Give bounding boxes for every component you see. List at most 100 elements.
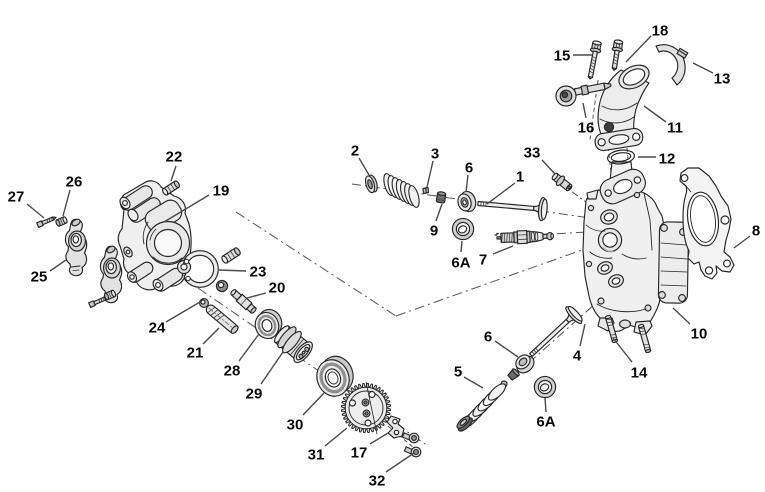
leader-line-6-bottom bbox=[494, 340, 519, 358]
part-8-head-gasket bbox=[679, 167, 735, 280]
part-label-12: 12 bbox=[659, 150, 676, 167]
part-2-spring-seat bbox=[364, 174, 378, 194]
part-label-24: 24 bbox=[149, 319, 166, 336]
part-label-22: 22 bbox=[166, 148, 183, 165]
centerline-rocker-b bbox=[395, 244, 597, 317]
part-label-30: 30 bbox=[287, 416, 304, 433]
part-4-exhaust-valve bbox=[529, 305, 583, 358]
leader-line-28 bbox=[238, 333, 260, 362]
leader-line-27 bbox=[26, 203, 45, 219]
part-label-29: 29 bbox=[246, 385, 263, 402]
leader-line-29 bbox=[260, 351, 284, 385]
leader-line-10 bbox=[672, 307, 691, 325]
part-15-bolt bbox=[587, 40, 602, 80]
part-6a-washer-intake bbox=[451, 217, 475, 241]
part-23-circlip bbox=[181, 250, 219, 288]
part-22-dowel-pin bbox=[161, 180, 181, 196]
part-18-bolt bbox=[611, 39, 624, 71]
leader-line-6-top bbox=[465, 174, 469, 193]
leader-line-16 bbox=[582, 102, 587, 119]
part-label-11: 11 bbox=[667, 119, 683, 136]
part-6-spring-retainer-intake bbox=[457, 190, 477, 213]
part-label-9: 9 bbox=[430, 222, 438, 239]
part-label-23: 23 bbox=[250, 263, 267, 280]
part-label-28: 28 bbox=[224, 362, 241, 379]
part-26-lock-nut bbox=[55, 216, 68, 227]
part-7-spark-plug bbox=[494, 229, 555, 245]
centerline-camshaft-axis bbox=[197, 287, 429, 447]
leader-line-31 bbox=[324, 427, 348, 447]
part-valve-spring-intake bbox=[383, 173, 420, 208]
part-label-19: 19 bbox=[213, 182, 230, 199]
leader-line-22 bbox=[170, 165, 177, 182]
part-label-13: 13 bbox=[714, 70, 731, 87]
part-24-ball bbox=[199, 298, 209, 308]
part-32-bolt-b bbox=[403, 446, 422, 458]
part-20-shaft bbox=[230, 289, 257, 314]
part-label-14: 14 bbox=[631, 364, 648, 381]
part-label-20: 20 bbox=[269, 279, 286, 296]
part-label-4: 4 bbox=[573, 347, 582, 364]
leader-line-25 bbox=[49, 259, 67, 272]
centerline-exhaust-valve bbox=[457, 286, 615, 427]
part-25-rocker-arm bbox=[64, 218, 88, 277]
part-10-cylinder-head bbox=[582, 161, 690, 336]
part-9-stem-seal bbox=[435, 191, 447, 204]
part-label-1: 1 bbox=[516, 168, 524, 185]
part-1-intake-valve bbox=[477, 196, 548, 222]
centerline-rocker-a bbox=[235, 211, 397, 317]
part-spring-seat-exhaust bbox=[456, 415, 473, 432]
part-27-adjuster-screw bbox=[36, 216, 57, 229]
leader-line-20 bbox=[246, 292, 267, 299]
leader-line-14 bbox=[612, 337, 633, 363]
part-17-bracket bbox=[386, 415, 405, 439]
part-label-17: 17 bbox=[351, 444, 368, 461]
part-label-33: 33 bbox=[524, 144, 541, 161]
part-25b-rocker-arm bbox=[99, 245, 123, 304]
leader-line-6a-bottom bbox=[544, 397, 547, 413]
part-21-pin bbox=[205, 304, 239, 334]
leader-line-4 bbox=[579, 323, 586, 347]
part-label-5: 5 bbox=[454, 363, 462, 380]
leader-line-11 bbox=[643, 105, 667, 123]
leader-line-33 bbox=[541, 159, 556, 175]
leader-line-9 bbox=[435, 203, 443, 222]
part-label-8: 8 bbox=[752, 222, 760, 239]
leader-line-19 bbox=[163, 194, 210, 223]
part-label-6-top: 6 bbox=[465, 159, 473, 176]
leader-line-32 bbox=[385, 452, 415, 473]
part-flanged-nut bbox=[215, 279, 229, 293]
leader-line-3 bbox=[426, 160, 434, 188]
part-29-camshaft bbox=[273, 325, 313, 364]
leader-line-1 bbox=[486, 182, 516, 205]
part-lock-nut-b bbox=[103, 289, 117, 301]
part-label-15: 15 bbox=[554, 47, 571, 64]
part-6-spring-retainer-exhaust bbox=[515, 354, 535, 374]
part-32-bolt-a bbox=[401, 432, 420, 444]
part-label-21: 21 bbox=[187, 344, 204, 361]
part-label-6-bottom: 6 bbox=[484, 328, 492, 345]
part-label-26: 26 bbox=[66, 173, 83, 190]
part-28-bearing bbox=[254, 308, 283, 340]
leader-line-23 bbox=[218, 269, 247, 272]
part-keeper-exhaust bbox=[507, 368, 520, 381]
part-label-6a-bottom: 6A bbox=[536, 413, 555, 430]
part-12-o-ring bbox=[606, 149, 636, 165]
leader-line-7 bbox=[492, 245, 514, 255]
part-3-valve-keeper bbox=[422, 186, 430, 195]
part-label-31: 31 bbox=[308, 446, 325, 463]
leader-line-17 bbox=[369, 432, 389, 445]
leader-line-5 bbox=[463, 376, 484, 389]
leader-line-2 bbox=[358, 157, 370, 176]
part-dowel-pin-b bbox=[221, 247, 241, 264]
part-33-valve-guide bbox=[551, 172, 573, 192]
part-label-16: 16 bbox=[578, 119, 595, 136]
part-31-cam-sprocket bbox=[340, 381, 392, 435]
part-30-bearing bbox=[316, 355, 354, 397]
part-16-lever bbox=[555, 82, 612, 107]
part-label-7: 7 bbox=[479, 251, 487, 268]
leader-line-24 bbox=[165, 301, 201, 323]
leader-line-8 bbox=[733, 235, 751, 249]
